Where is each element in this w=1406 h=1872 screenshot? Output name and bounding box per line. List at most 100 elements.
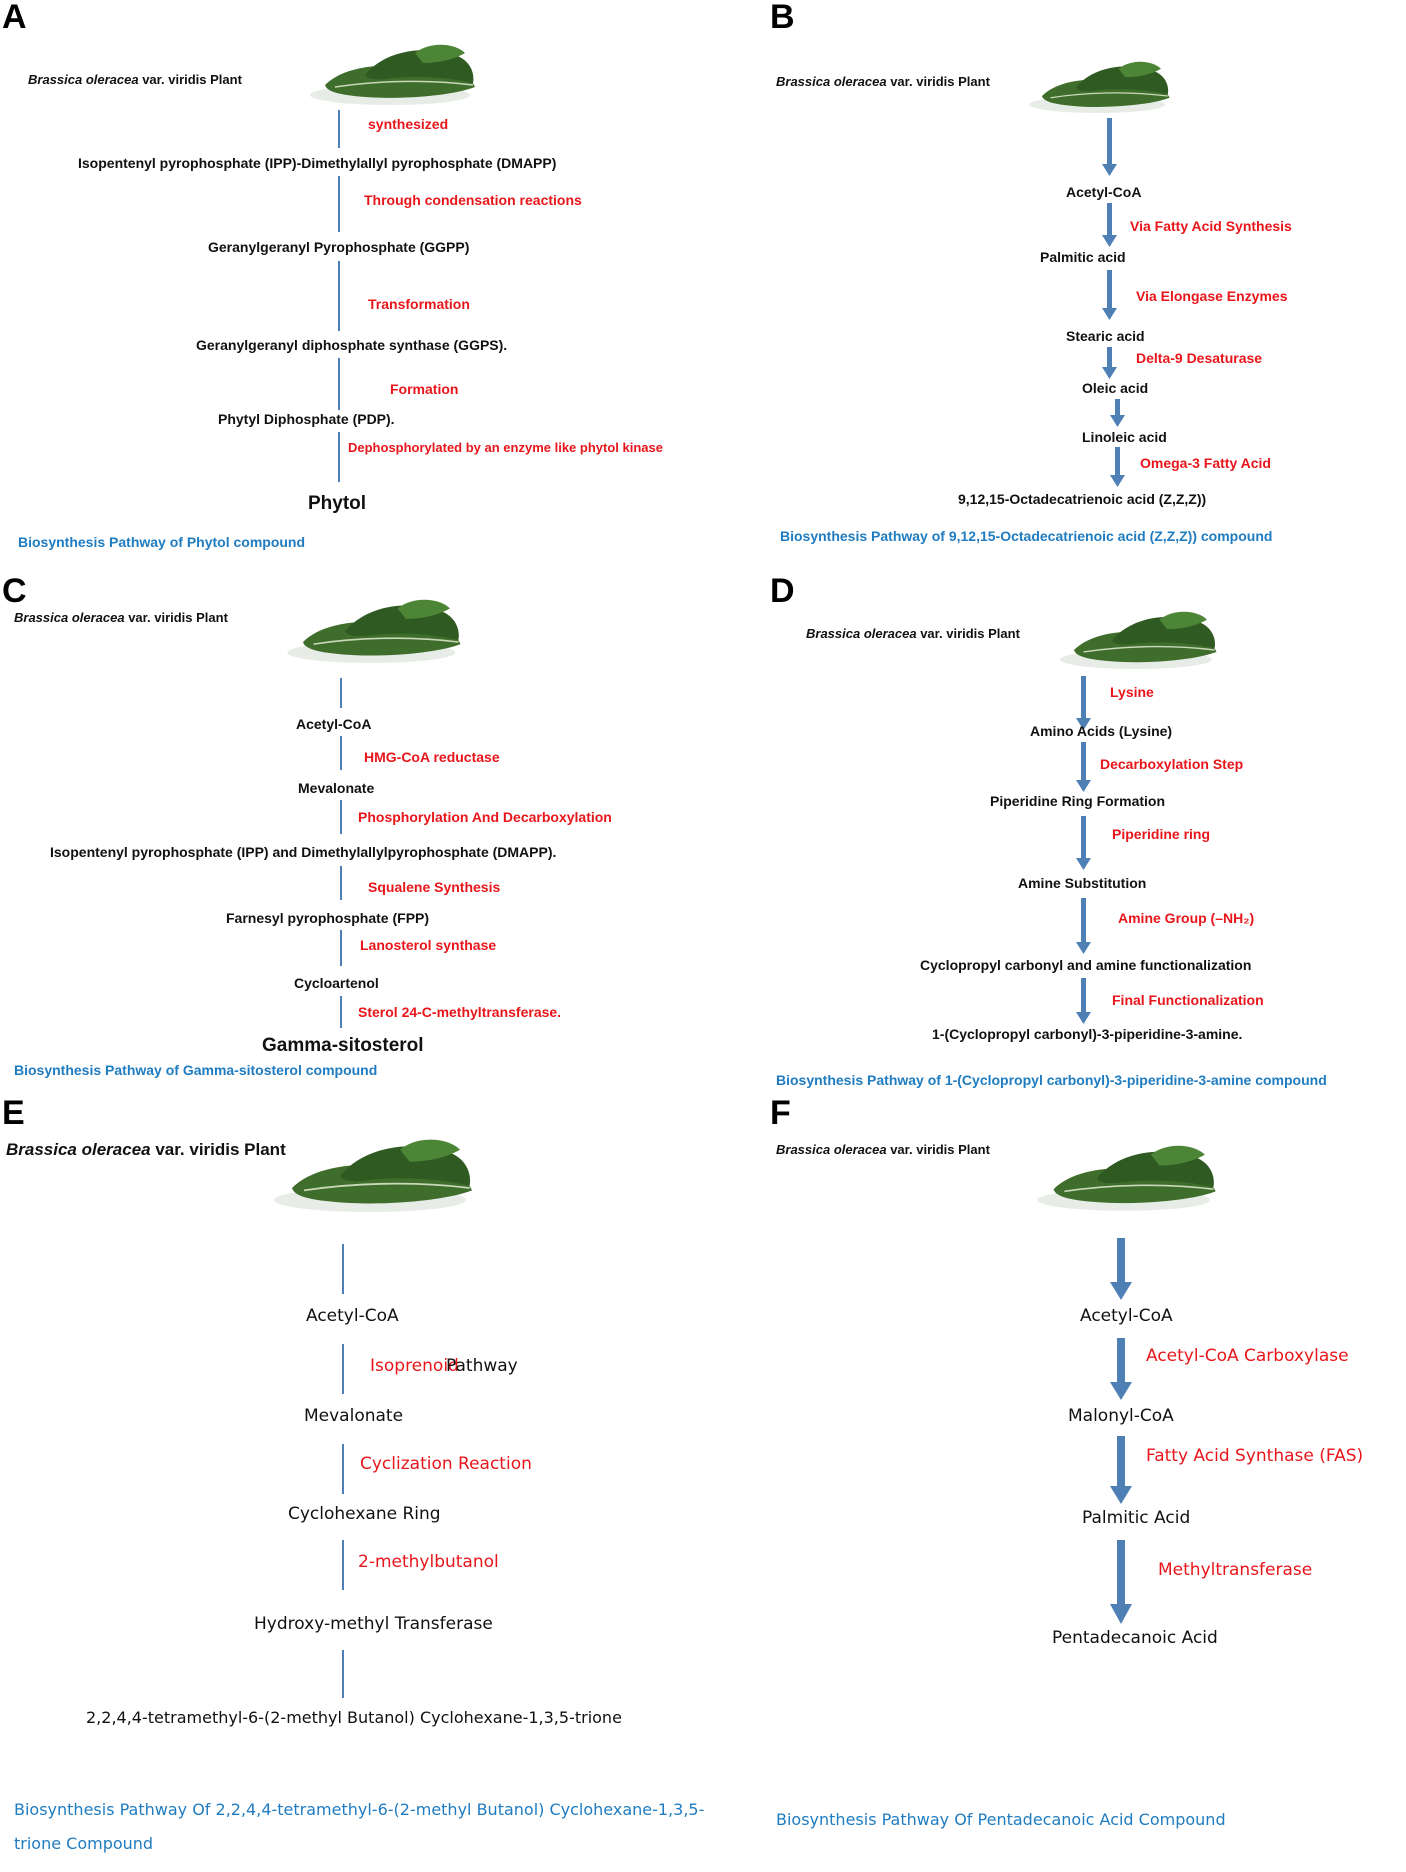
pathway-node: Malonyl-CoA (1068, 1406, 1174, 1426)
plant-label-c: Brassica oleracea var. viridis Plant (14, 610, 228, 625)
final-product: Phytol (308, 493, 367, 514)
pathway-node: Amine Substitution (1018, 875, 1147, 891)
arrow-b-0 (1102, 118, 1117, 176)
step-label: Fatty Acid Synthase (FAS) (1146, 1446, 1364, 1466)
step-label: Transformation (368, 296, 470, 312)
pathway-node: Stearic acid (1066, 328, 1145, 344)
step-label: Acetyl-CoA Carboxylase (1146, 1346, 1349, 1366)
pathway-node: Cycloartenol (294, 975, 379, 991)
pathway-node: Hydroxy-methyl Transferase (254, 1614, 493, 1634)
step-label: Sterol 24-C-methyltransferase. (358, 1004, 562, 1020)
pathway-node: Geranylgeranyl diphosphate synthase (GGP… (196, 337, 508, 353)
plant-label-f: Brassica oleracea var. viridis Plant (776, 1142, 990, 1157)
step-label: Amine Group (–NH₂) (1118, 910, 1255, 926)
pathway-node: Palmitic Acid (1082, 1508, 1191, 1528)
plant-label-e: Brassica oleracea var. viridis Plant (6, 1140, 286, 1159)
caption-line-2: trione Compound (14, 1834, 154, 1853)
arrow-b-5 (1110, 447, 1125, 487)
step-label: Final Functionalization (1112, 992, 1264, 1008)
arrow-line (340, 800, 342, 834)
arrow-f-1 (1110, 1338, 1132, 1400)
plant-label-d: Brassica oleracea var. viridis Plant (806, 626, 1020, 641)
caption: Biosynthesis Pathway of Phytol compound (18, 534, 306, 550)
pathway-node: Mevalonate (298, 780, 375, 796)
pathway-node: Cyclopropyl carbonyl and amine functiona… (920, 957, 1252, 973)
panel-letter-a: A (2, 0, 27, 36)
pathway-node: Farnesyl pyrophosphate (FPP) (226, 910, 430, 926)
arrow-b-1 (1102, 203, 1117, 247)
step-label-continuation: Pathway (446, 1356, 518, 1376)
plant-leaf-image-a (309, 43, 476, 106)
arrow-d-3 (1076, 898, 1091, 954)
arrow-d-1 (1076, 742, 1091, 792)
pathway-node: Mevalonate (304, 1406, 404, 1426)
pathway-node: Acetyl-CoA (1066, 184, 1142, 200)
plant-leaf-image-b (1028, 61, 1171, 114)
arrow-line (340, 678, 342, 708)
arrow-d-2 (1076, 816, 1091, 870)
step-label: Decarboxylation Step (1100, 756, 1244, 772)
pathway-node: Acetyl-CoA (296, 716, 372, 732)
arrow-line (342, 1344, 344, 1394)
pathway-node: Acetyl-CoA (306, 1306, 399, 1326)
panel-letter-e: E (2, 1094, 25, 1132)
arrow-line (342, 1444, 344, 1494)
arrow-line (340, 736, 342, 770)
step-label: Formation (390, 381, 459, 397)
arrow-f-3 (1110, 1540, 1132, 1624)
arrow-line (338, 261, 340, 331)
arrow-b-3 (1102, 347, 1117, 379)
step-label: Methyltransferase (1158, 1560, 1313, 1580)
pathway-node: Acetyl-CoA (1080, 1306, 1173, 1326)
step-label: Dephosphorylated by an enzyme like phyto… (348, 440, 663, 455)
step-label: HMG-CoA reductase (364, 749, 500, 765)
arrow-line (338, 358, 340, 410)
pathway-node: Palmitic acid (1040, 249, 1126, 265)
step-label: Lanosterol synthase (360, 937, 497, 953)
panel-letter-b: B (770, 0, 795, 36)
pathway-node: Phytyl Diphosphate (PDP). (218, 411, 395, 427)
arrow-d-4 (1076, 978, 1091, 1024)
plant-leaf-image-f (1036, 1144, 1217, 1212)
plant-leaf-image-e (273, 1138, 473, 1213)
panel-letter-f: F (770, 1094, 791, 1132)
step-label: Via Fatty Acid Synthesis (1130, 218, 1292, 234)
final-product: Gamma-sitosterol (262, 1035, 424, 1056)
pathway-node: Piperidine Ring Formation (990, 793, 1166, 809)
arrow-f-2 (1110, 1436, 1132, 1504)
panel-letter-d: D (770, 572, 795, 610)
arrow-line (340, 866, 342, 900)
pathway-node: Isopentenyl pyrophosphate (IPP)-Dimethyl… (78, 155, 557, 171)
arrow-d-0 (1076, 676, 1091, 730)
pathway-node: Geranylgeranyl Pyrophosphate (GGPP) (208, 239, 470, 255)
caption: Biosynthesis Pathway of 1-(Cyclopropyl c… (776, 1072, 1327, 1088)
plant-label-a: Brassica oleracea var. viridis Plant (28, 72, 242, 87)
plant-leaf-image-c (286, 598, 462, 664)
caption-line-1: Biosynthesis Pathway Of 2,2,4,4-tetramet… (14, 1800, 705, 1819)
step-label: Omega-3 Fatty Acid (1140, 455, 1271, 471)
step-label: Lysine (1110, 684, 1154, 700)
step-label: Isoprenoid (370, 1356, 459, 1376)
pathway-node: 1-(Cyclopropyl carbonyl)-3-piperidine-3-… (932, 1026, 1243, 1042)
step-label: synthesized (368, 116, 449, 132)
arrow-line (338, 110, 340, 148)
step-label: 2-methylbutanol (358, 1552, 499, 1572)
step-label: Squalene Synthesis (368, 879, 501, 895)
arrow-line (338, 176, 340, 232)
pathway-node: Isopentenyl pyrophosphate (IPP) and Dime… (50, 844, 557, 860)
step-label: Through condensation reactions (364, 192, 582, 208)
panel-letter-c: C (2, 572, 27, 610)
caption: Biosynthesis Pathway Of Pentadecanoic Ac… (776, 1810, 1226, 1829)
arrow-line (338, 432, 340, 482)
arrow-b-2 (1102, 270, 1117, 320)
final-product: 2,2,4,4-tetramethyl-6-(2-methyl Butanol)… (86, 1708, 622, 1727)
arrow-line (342, 1244, 344, 1294)
arrow-line (340, 996, 342, 1028)
step-label: Piperidine ring (1112, 826, 1211, 842)
arrow-line (340, 930, 342, 966)
caption: Biosynthesis Pathway of Gamma-sitosterol… (14, 1062, 378, 1078)
step-label: Phosphorylation And Decarboxylation (358, 809, 612, 825)
pathway-node: Amino Acids (Lysine) (1030, 723, 1173, 739)
arrow-line (342, 1650, 344, 1698)
plant-leaf-image-d (1059, 611, 1218, 670)
